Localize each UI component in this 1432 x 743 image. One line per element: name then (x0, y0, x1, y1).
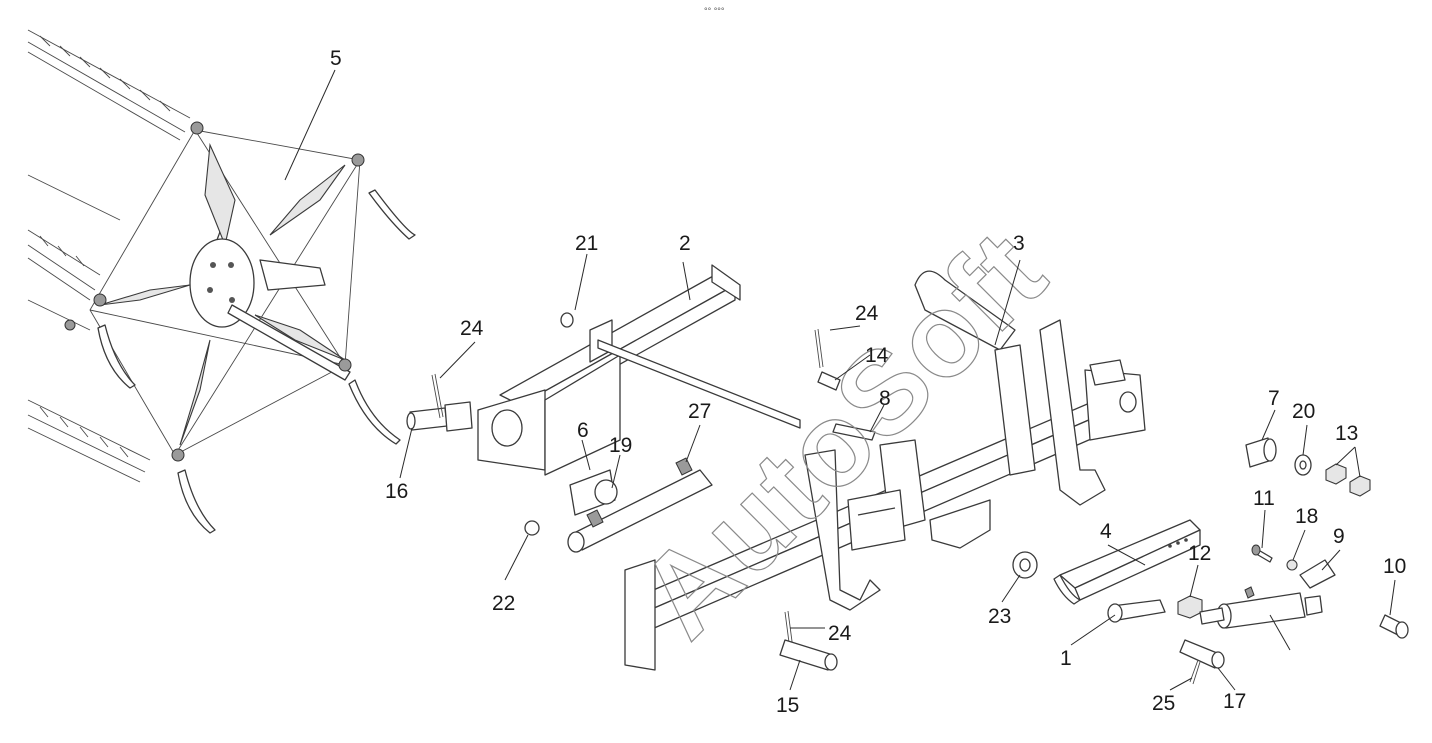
callout-12: 12 (1188, 542, 1211, 565)
right-hardware (1012, 437, 1409, 685)
callout-21: 21 (575, 232, 598, 255)
lower-tube-assembly (524, 457, 713, 553)
callout-2: 2 (679, 232, 691, 255)
callout-15: 15 (776, 694, 799, 717)
part-4-bracket (1053, 519, 1201, 605)
reel-assembly (27, 29, 416, 534)
callout-24-lower: 24 (828, 622, 852, 645)
callout-19: 19 (609, 434, 632, 457)
callouts: 5 2 3 4 21 6 19 27 8 24 14 24 16 22 7 20… (330, 47, 1406, 717)
callout-3: 3 (1013, 232, 1025, 255)
callout-16: 16 (385, 480, 408, 503)
callout-18: 18 (1295, 505, 1318, 528)
callout-9: 9 (1333, 525, 1345, 548)
callout-17: 17 (1223, 690, 1246, 713)
callout-13: 13 (1335, 422, 1358, 445)
callout-7: 7 (1268, 387, 1280, 410)
callout-11: 11 (1253, 487, 1275, 510)
callout-20: 20 (1292, 400, 1315, 423)
top-mark: °° °°° (704, 6, 725, 16)
callout-25: 25 (1152, 692, 1175, 715)
callout-10: 10 (1383, 555, 1406, 578)
leader-lines (284, 69, 1396, 691)
callout-26: 27 (688, 400, 711, 423)
pins (406, 312, 876, 671)
callout-24-left: 24 (460, 317, 484, 340)
callout-1: 1 (1060, 647, 1072, 670)
part-3-main-frame (624, 270, 1146, 671)
callout-14: 14 (865, 344, 889, 367)
callout-24-upper-right: 24 (855, 302, 879, 325)
callout-23: 23 (988, 605, 1011, 628)
callout-8: 8 (879, 387, 891, 410)
callout-4: 4 (1100, 520, 1112, 543)
callout-6: 6 (577, 419, 589, 442)
callout-22: 22 (492, 592, 515, 615)
callout-5: 5 (330, 47, 342, 70)
